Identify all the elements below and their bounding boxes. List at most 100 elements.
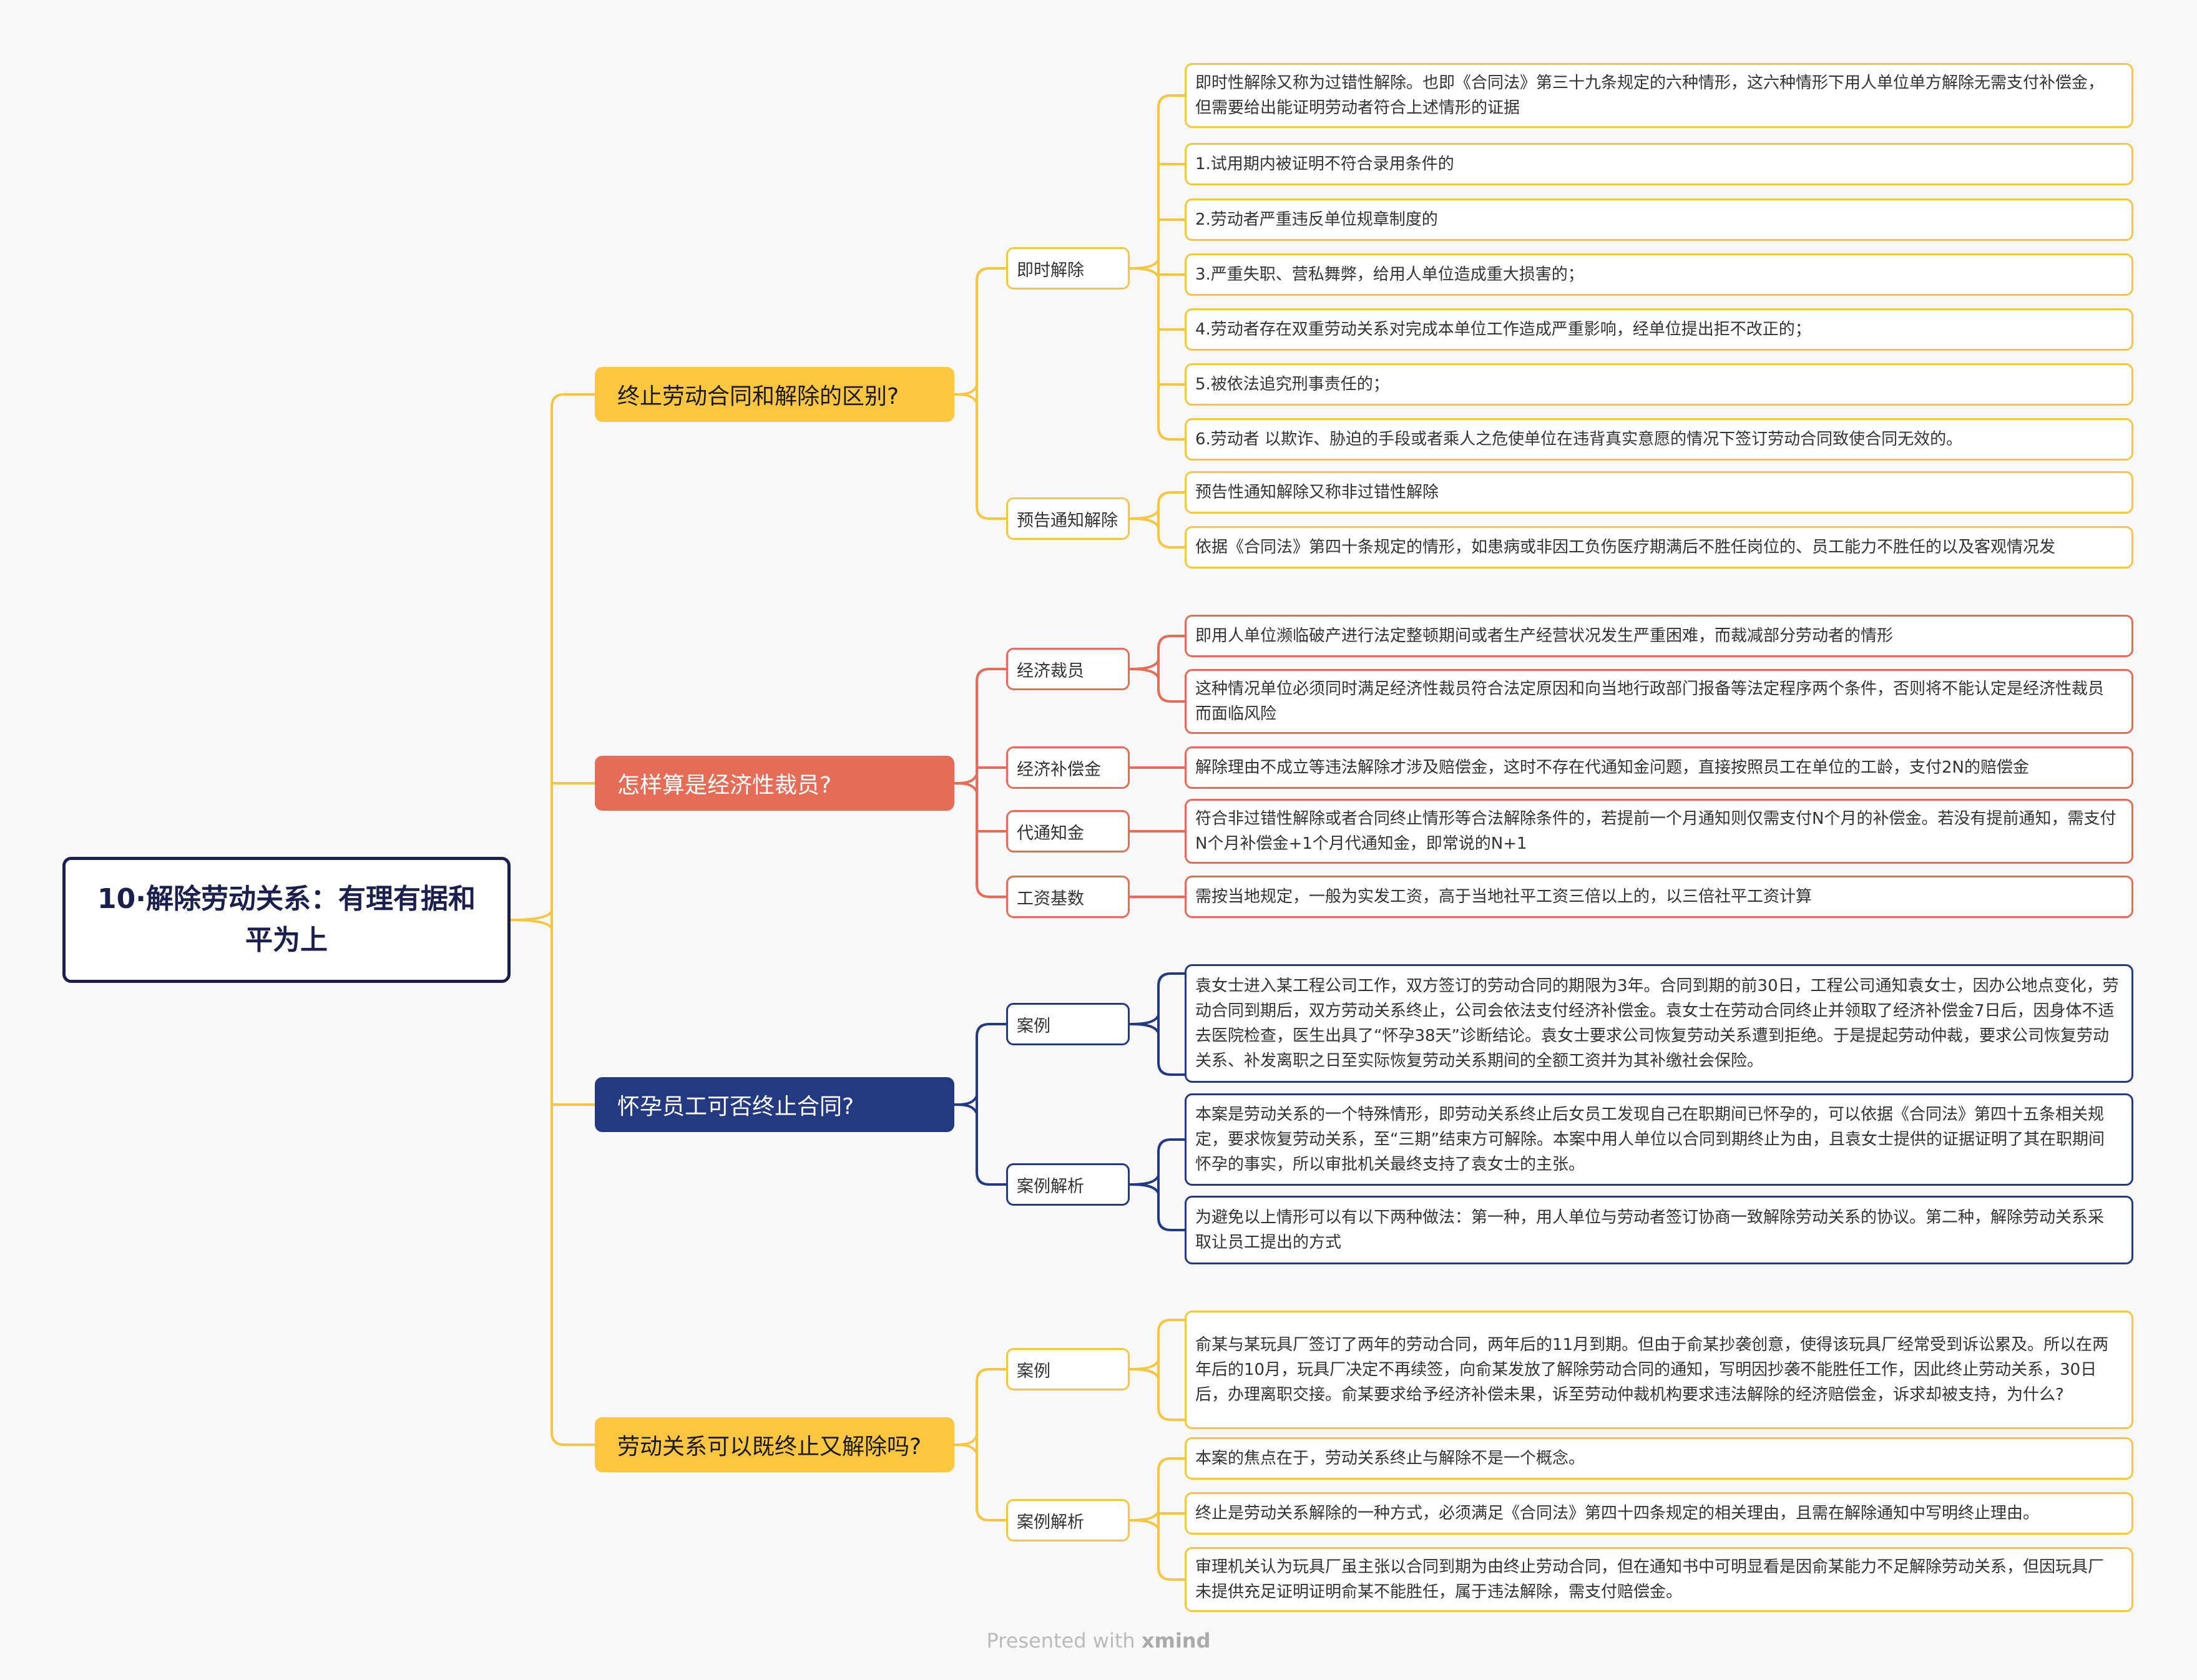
sub20-connector-branch — [1157, 972, 1186, 987]
leaf-item[interactable]: 6.劳动者 以欺诈、胁迫的手段或者乘人之危使单位在违背真实意愿的情况下签订劳动合… — [1185, 418, 2133, 461]
topic1-connector-stub — [953, 782, 978, 793]
leaf-text: 2.劳动者严重违反单位规章制度的 — [1195, 210, 1438, 229]
footer-prefix: Presented with — [986, 1629, 1135, 1653]
leaf-text: 6.劳动者 以欺诈、胁迫的手段或者乘人之危使单位在违背真实意愿的情况下签订劳动合… — [1195, 430, 1963, 449]
sub10-connector-stub — [1128, 659, 1160, 670]
leaf-item[interactable]: 符合非过错性解除或者合同终止情形等合法解除条件的，若提前一个月通知则仅需支付N个… — [1185, 799, 2133, 864]
xmind-watermark: Presented with xmind — [0, 1629, 2197, 1653]
subtopic-label: 案例解析 — [1017, 1512, 1084, 1532]
subtopic-label: 代通知金 — [1017, 823, 1084, 843]
leaf-item[interactable]: 终止是劳动关系解除的一种方式，必须满足《合同法》第四十四条规定的相关理由，且需在… — [1185, 1492, 2133, 1535]
leaf-item[interactable]: 解除理由不成立等违法解除才涉及赔偿金，这时不存在代通知金问题，直接按照员工在单位… — [1185, 746, 2133, 789]
root-topic[interactable]: 10·解除劳动关系：有理有据和平为上 — [62, 857, 511, 983]
leaf-text: 这种情况单位必须同时满足经济性裁员符合法定原因和向当地行政部门报备等法定程序两个… — [1195, 680, 2105, 723]
subtopic-case[interactable]: 案例 — [1006, 1348, 1130, 1390]
leaf-item[interactable]: 袁女士进入某工程公司工作，双方签订的劳动合同的期限为3年。合同到期的前30日，工… — [1185, 964, 2133, 1083]
subtopic-label: 预告通知解除 — [1017, 510, 1118, 530]
subtopic-compensation[interactable]: 经济补偿金 — [1006, 746, 1130, 789]
leaf-item[interactable]: 2.劳动者严重违反单位规章制度的 — [1185, 198, 2133, 241]
subtopic-case-analysis[interactable]: 案例解析 — [1006, 1163, 1130, 1206]
sub31-connector-stub — [1128, 1510, 1160, 1521]
sub01-connector-branch — [1157, 534, 1186, 549]
leaf-item[interactable]: 本案的焦点在于，劳动关系终止与解除不是一个概念。 — [1185, 1437, 2133, 1480]
leaf-item[interactable]: 4.劳动者存在双重劳动关系对完成本单位工作造成严重影响，经单位提出拒不改正的； — [1185, 308, 2133, 351]
topic0-connector-branch — [976, 505, 1007, 520]
topic3-connector-branch — [976, 1507, 1007, 1521]
sub30-connector-branch — [1157, 1319, 1186, 1334]
sub00-connector-branch — [1157, 94, 1186, 109]
footer-brand: xmind — [1141, 1629, 1211, 1653]
leaf-text: 依据《合同法》第四十条规定的情形，如患病或非因工负伤医疗期满后不胜任岗位的、员工… — [1195, 538, 2056, 557]
subtopic-economic-layoff[interactable]: 经济裁员 — [1006, 648, 1130, 690]
sub21-connector-branch — [1157, 1216, 1186, 1231]
leaf-text: 预告性通知解除又称非过错性解除 — [1195, 483, 1439, 502]
topic3-connector-stub — [953, 1435, 978, 1446]
topic-terminate-vs-dismiss[interactable]: 终止劳动合同和解除的区别? — [595, 367, 954, 422]
topic-title: 终止劳动合同和解除的区别? — [617, 384, 899, 409]
topic-pregnant-employee[interactable]: 怀孕员工可否终止合同? — [595, 1077, 954, 1132]
subtopic-label: 经济裁员 — [1017, 661, 1084, 681]
leaf-item[interactable]: 审理机关认为玩具厂虽主张以合同到期为由终止劳动合同，但在通知书中可明显看是因俞某… — [1185, 1547, 2133, 1612]
topic2-connector-stub — [953, 1095, 978, 1106]
sub00-connector-branch — [1157, 426, 1186, 441]
leaf-text: 袁女士进入某工程公司工作，双方签订的劳动合同的期限为3年。合同到期的前30日，工… — [1195, 977, 2119, 1070]
topic-terminate-and-dismiss[interactable]: 劳动关系可以既终止又解除吗? — [595, 1417, 954, 1472]
sub30-connector-stub — [1128, 1359, 1160, 1370]
topic1-connector-branch — [976, 883, 1007, 898]
root-connector-stub — [509, 910, 553, 921]
leaf-item[interactable]: 5.被依法追究刑事责任的； — [1185, 363, 2133, 406]
leaf-text: 为避免以上情形可以有以下两种做法：第一种，用人单位与劳动者签订协商一致解除劳动关… — [1195, 1208, 2105, 1252]
subtopic-salary-base[interactable]: 工资基数 — [1006, 876, 1130, 918]
sub10-connector-stub — [1128, 668, 1160, 679]
topic-title: 怀孕员工可否终止合同? — [617, 1094, 854, 1120]
leaf-text: 4.劳动者存在双重劳动关系对完成本单位工作造成严重影响，经单位提出拒不改正的； — [1195, 320, 1811, 339]
subtopic-notice-dismissal[interactable]: 预告通知解除 — [1006, 497, 1130, 540]
sub00-connector-stub — [1128, 267, 1160, 278]
subtopic-case-analysis[interactable]: 案例解析 — [1006, 1499, 1130, 1541]
subtopic-label: 案例解析 — [1017, 1176, 1084, 1196]
topic3-connector-branch — [976, 1368, 1007, 1383]
sub01-connector-branch — [1157, 491, 1186, 506]
sub20-connector-stub — [1128, 1014, 1160, 1025]
subtopic-case[interactable]: 案例 — [1006, 1003, 1130, 1045]
leaf-item[interactable]: 为避免以上情形可以有以下两种做法：第一种，用人单位与劳动者签订协商一致解除劳动关… — [1185, 1196, 2133, 1264]
leaf-item[interactable]: 预告性通知解除又称非过错性解除 — [1185, 471, 2133, 514]
topic3-connector-stub — [953, 1443, 978, 1455]
leaf-text: 符合非过错性解除或者合同终止情形等合法解除条件的，若提前一个月通知则仅需支付N个… — [1195, 809, 2116, 853]
leaf-item[interactable]: 俞某与某玩具厂签订了两年的劳动合同，两年后的11月到期。但由于俞某抄袭创意，使得… — [1185, 1311, 2133, 1429]
root-topic-title: 10·解除劳动关系：有理有据和平为上 — [97, 883, 476, 956]
topic1-connector-branch — [976, 668, 1007, 683]
topic1-connector-stub — [953, 773, 978, 784]
topic2-connector-branch — [976, 1023, 1007, 1038]
subtopic-immediate-dismissal[interactable]: 即时解除 — [1006, 247, 1130, 290]
sub30-connector-stub — [1128, 1368, 1160, 1379]
leaf-item[interactable]: 1.试用期内被证明不符合录用条件的 — [1185, 143, 2133, 185]
sub01-connector-stub — [1128, 509, 1160, 520]
sub00-connector-stub — [1128, 258, 1160, 270]
topic-title: 怎样算是经济性裁员? — [617, 773, 832, 798]
leaf-item[interactable]: 本案是劳动关系的一个特殊情形，即劳动关系终止后女员工发现自己在职期间已怀孕的，可… — [1185, 1093, 2133, 1186]
sub21-connector-stub — [1128, 1183, 1160, 1194]
leaf-item[interactable]: 3.严重失职、营私舞弊，给用人单位造成重大损害的； — [1185, 253, 2133, 296]
leaf-item[interactable]: 即时性解除又称为过错性解除。也即《合同法》第三十九条规定的六种情形，这六种情形下… — [1185, 63, 2133, 128]
leaf-item[interactable]: 依据《合同法》第四十条规定的情形，如患病或非因工负伤医疗期满后不胜任岗位的、员工… — [1185, 526, 2133, 569]
topic0-connector-branch — [976, 267, 1007, 282]
subtopic-notice-pay[interactable]: 代通知金 — [1006, 810, 1130, 852]
leaf-item[interactable]: 需按当地规定，一般为实发工资，高于当地社平工资三倍以上的，以三倍社平工资计算 — [1185, 876, 2133, 918]
leaf-text: 3.严重失职、营私舞弊，给用人单位造成重大损害的； — [1195, 265, 1584, 284]
topic0-connector-stub — [953, 393, 978, 404]
topic-economic-layoff[interactable]: 怎样算是经济性裁员? — [595, 756, 954, 811]
leaf-text: 终止是劳动关系解除的一种方式，必须满足《合同法》第四十四条规定的相关理由，且需在… — [1195, 1504, 2040, 1523]
topic0-connector-stub — [953, 384, 978, 396]
sub30-connector-branch — [1157, 1406, 1186, 1421]
sub20-connector-branch — [1157, 1061, 1186, 1076]
topic-title: 劳动关系可以既终止又解除吗? — [617, 1434, 922, 1460]
leaf-item[interactable]: 即用人单位濒临破产进行法定整顿期间或者生产经营状况发生严重困难，而裁减部分劳动者… — [1185, 615, 2133, 657]
sub20-connector-stub — [1128, 1023, 1160, 1034]
leaf-item[interactable]: 这种情况单位必须同时满足经济性裁员符合法定原因和向当地行政部门报备等法定程序两个… — [1185, 669, 2133, 734]
subtopic-label: 工资基数 — [1017, 889, 1084, 909]
sub01-connector-stub — [1128, 517, 1160, 529]
sub31-connector-branch — [1157, 1566, 1186, 1581]
